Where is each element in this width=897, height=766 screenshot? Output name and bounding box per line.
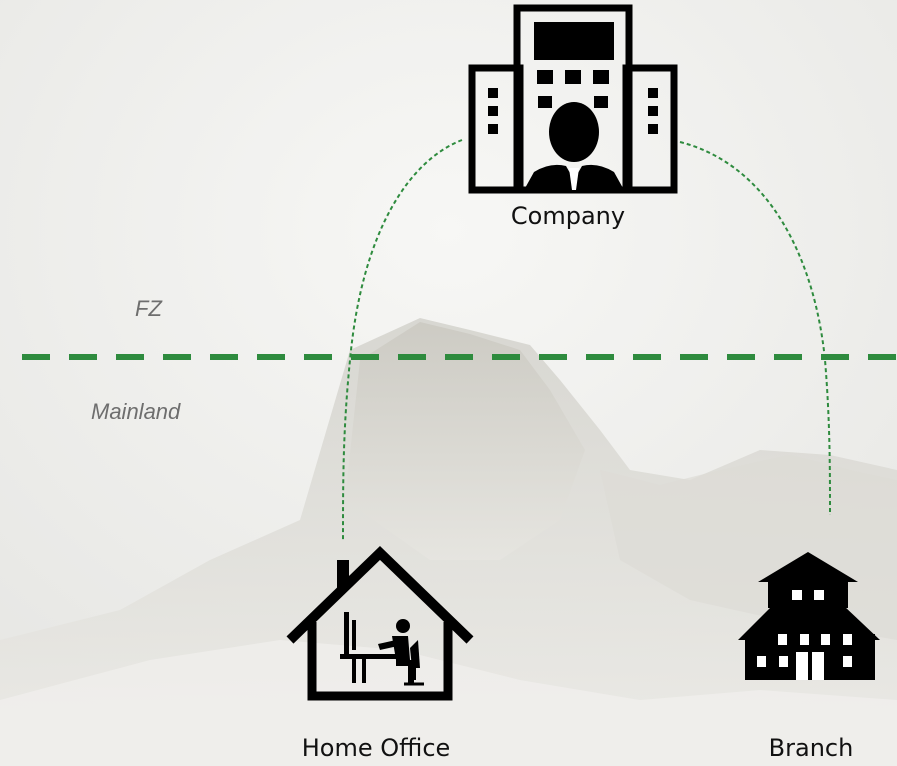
branch-label: Branch <box>768 734 854 762</box>
house-with-desk-worker-icon <box>286 546 474 701</box>
connector-company-branch <box>679 141 831 516</box>
zone-label-fz: FZ <box>135 296 162 321</box>
company-label: Company <box>510 202 626 230</box>
home-office-label: Home Office <box>301 734 451 762</box>
zone-label-mainland: Mainland <box>91 399 181 424</box>
connector-company-home-office <box>342 139 463 541</box>
schoolhouse-building-icon <box>738 552 880 680</box>
office-building-with-person-icon <box>468 4 678 194</box>
